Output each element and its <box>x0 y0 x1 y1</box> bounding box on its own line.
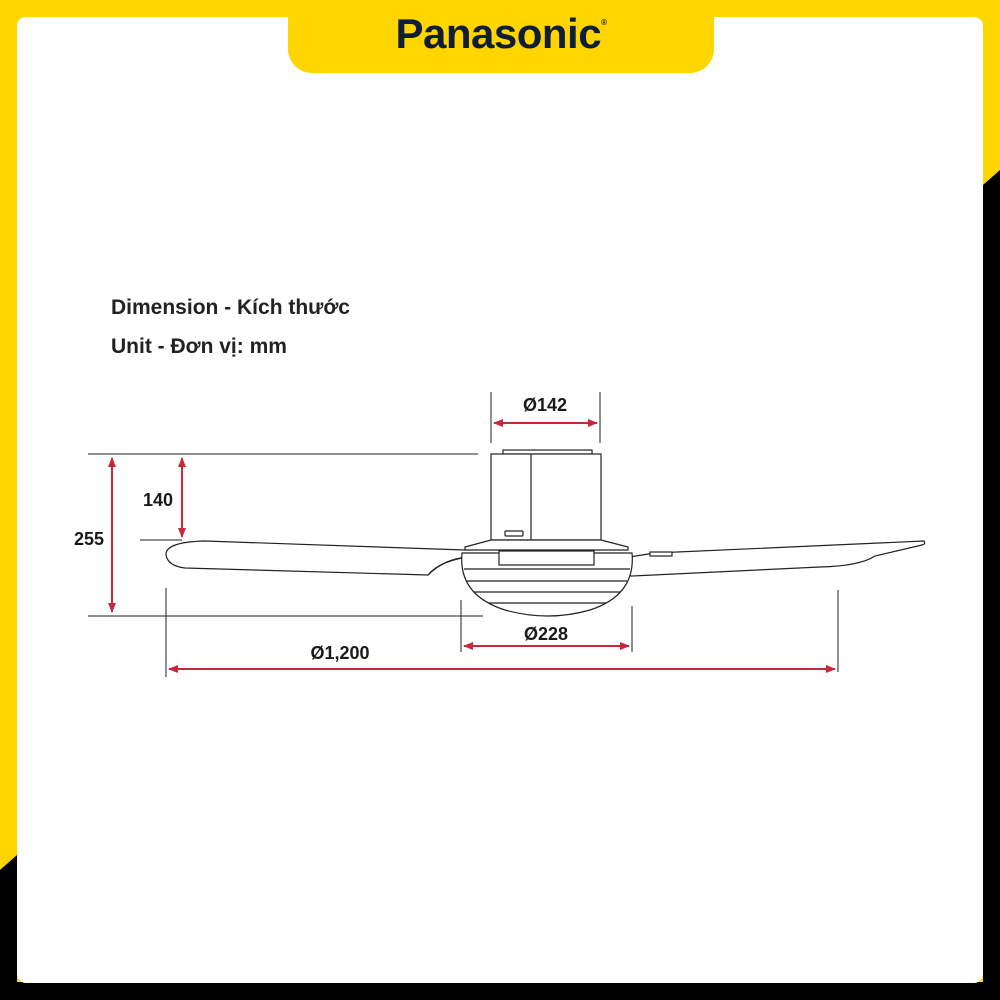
dimension-arrows <box>108 419 836 673</box>
fan-outline <box>165 449 926 617</box>
bowl-stripes <box>464 568 630 604</box>
motor-housing <box>490 453 602 541</box>
bowl-inner-ring <box>498 550 595 566</box>
right-blade <box>598 540 926 577</box>
motor-switch <box>504 530 524 537</box>
total-height-label: 255 <box>74 529 104 549</box>
unit-label: Unit - Đơn vị: mm <box>111 335 287 358</box>
light-diameter-label: Ø228 <box>524 624 568 644</box>
logo-tab <box>288 0 714 73</box>
motor-diameter-label: Ø142 <box>523 395 567 415</box>
diagram-title: Dimension - Kích thước <box>111 296 350 319</box>
sweep-diameter-label: Ø1,200 <box>310 643 369 663</box>
left-blade <box>165 540 476 576</box>
motor-top-plate <box>502 449 593 455</box>
canopy-height-label: 140 <box>143 490 173 510</box>
panasonic-logo: Panasonic® <box>395 10 608 57</box>
extension-lines <box>88 392 839 677</box>
right-blade-clip <box>649 551 673 557</box>
motor-flange <box>464 539 629 551</box>
